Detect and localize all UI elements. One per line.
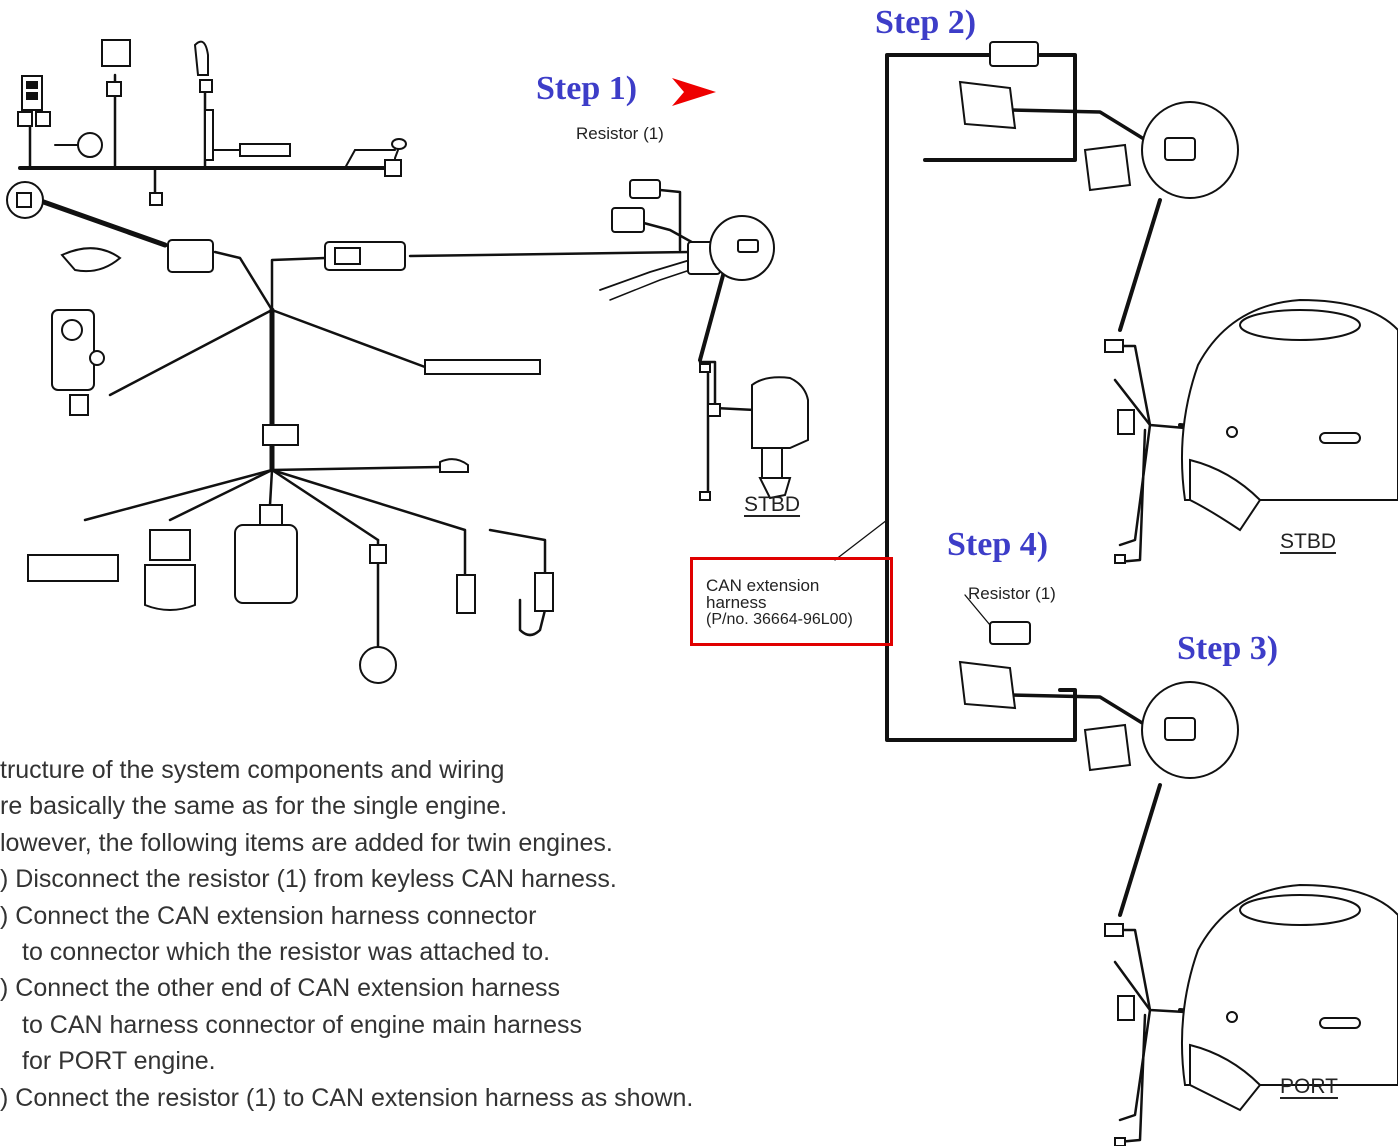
instruction-step-3-cont-2: for PORT engine. [22,1047,216,1076]
can-extension-harness [834,53,1172,917]
instruction-step-2: ) Connect the CAN extension harness conn… [0,901,537,930]
keyless-main-harness [18,73,692,652]
step1-arrow-icon [672,78,716,106]
instruction-text: tructure of the system components and wi… [0,752,693,1116]
engine-label-small-stbd: STBD [744,493,801,516]
instruction-step-4: ) Connect the resistor (1) to CAN extens… [0,1083,694,1112]
instruction-step-1: ) Disconnect the resistor (1) from keyle… [0,865,617,894]
instruction-step-2-cont: to connector which the resistor was atta… [22,938,551,967]
step4-label: Step 4) [947,526,1049,563]
instruction-line-2: re basically the same as for the single … [0,792,508,821]
step1-label: Step 1) [536,70,638,107]
can-extension-line-2: harness [706,593,767,612]
step3-label: Step 3) [1177,630,1279,667]
resistor-label-lower: Resistor (1) [968,584,1056,603]
engine-label-port: PORT [1280,1075,1338,1098]
instruction-step-3-cont-1: to CAN harness connector of engine main … [22,1010,583,1039]
resistor-label-top: Resistor (1) [576,124,664,143]
instruction-step-3: ) Connect the other end of CAN extension… [0,974,561,1003]
instruction-line-1: tructure of the system components and wi… [0,756,505,784]
can-extension-part-number: (P/no. 36664-96L00) [706,611,853,628]
can-extension-line-1: CAN extension [706,576,820,595]
instruction-line-3: lowever, the following items are added f… [0,828,613,857]
engine-label-stbd: STBD [1280,530,1337,553]
can-extension-callout: CAN extension harness (P/no. 36664-96L00… [690,557,893,646]
step1-harness [599,188,757,497]
step2-label: Step 2) [875,4,977,41]
